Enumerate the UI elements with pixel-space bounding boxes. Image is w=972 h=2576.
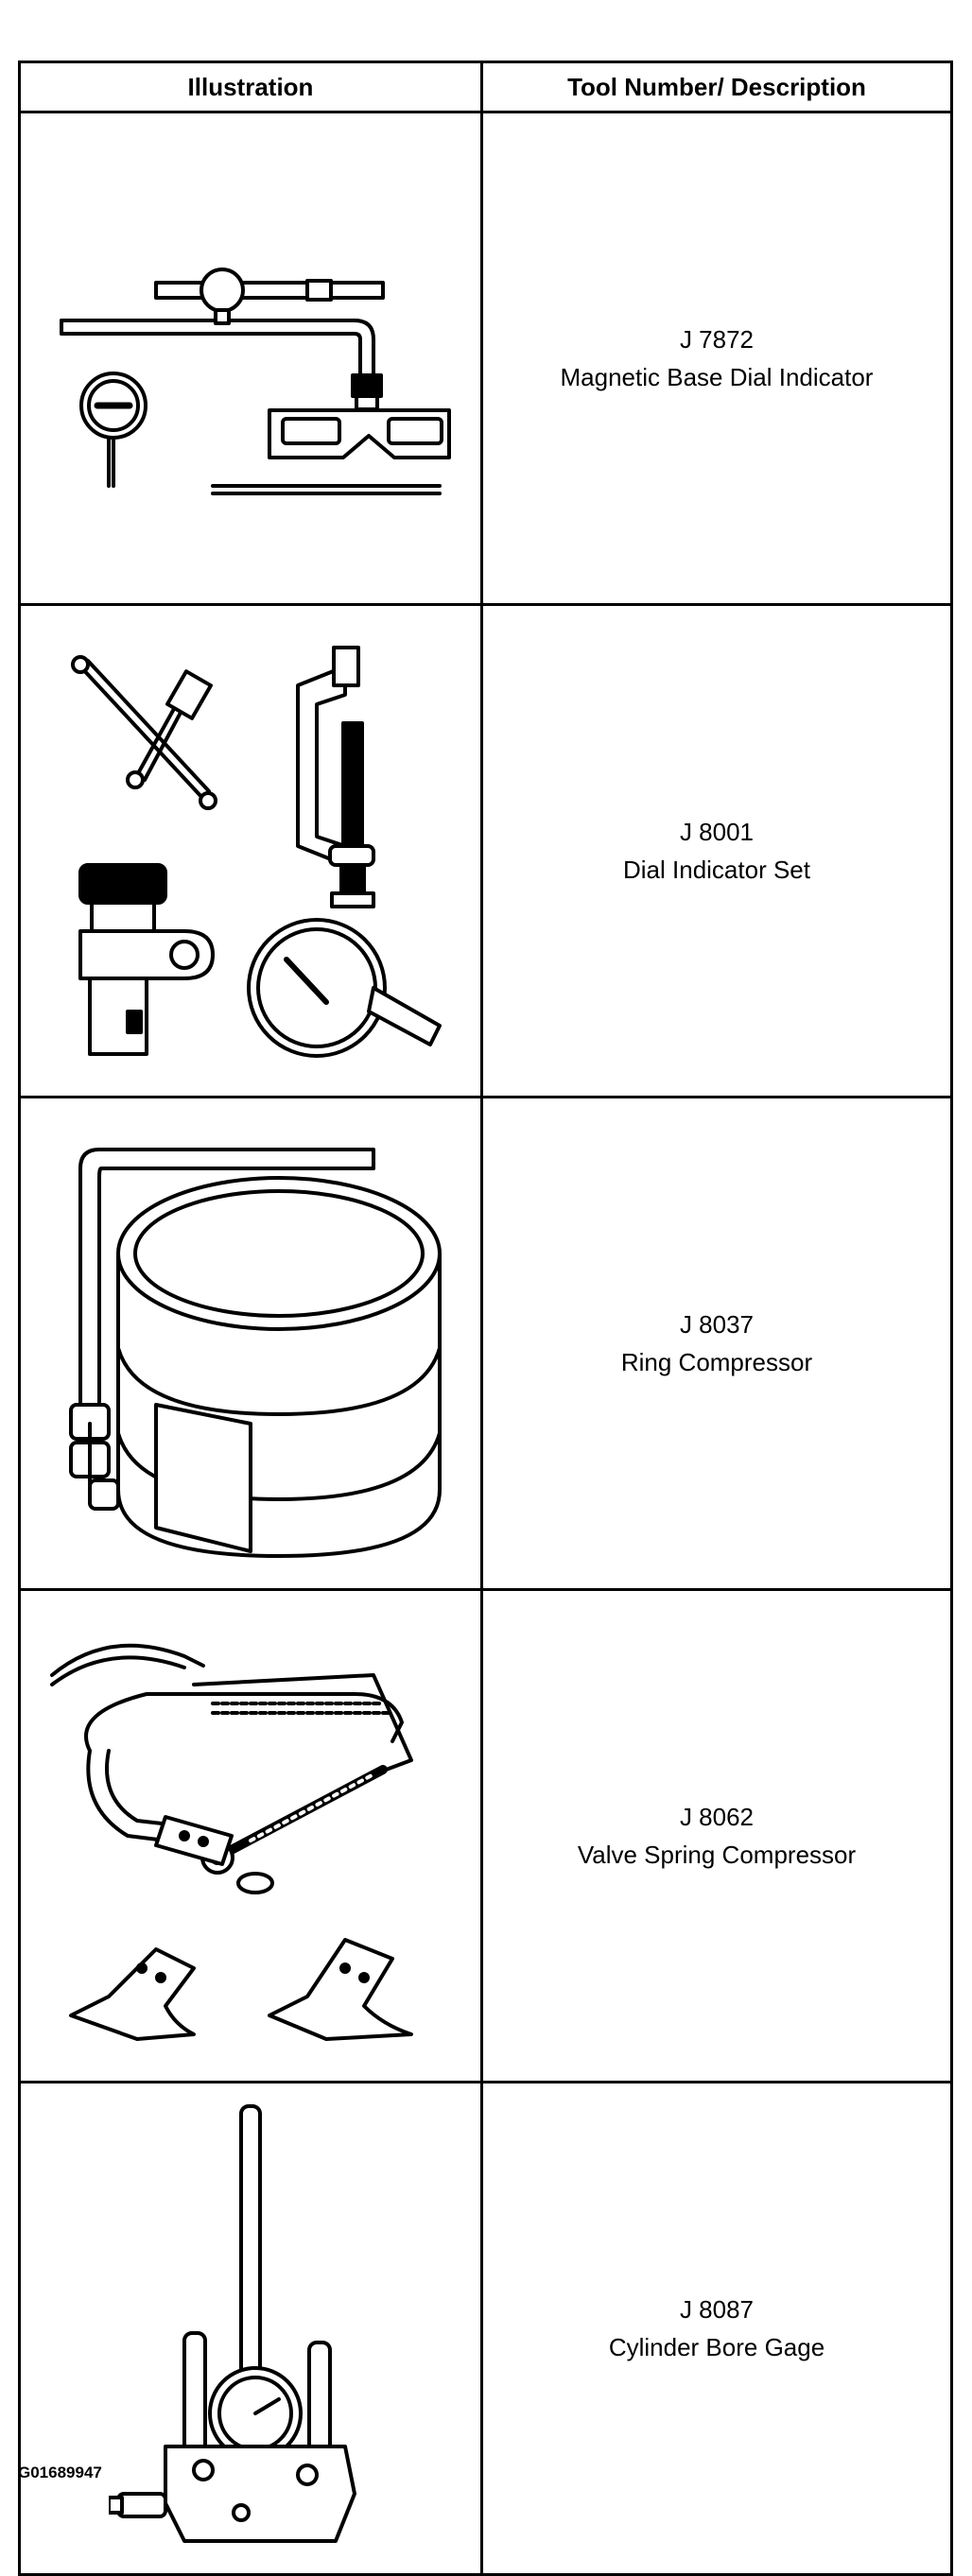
description-cell: J 8087 Cylinder Bore Gage [480,2081,953,2576]
table-row: J 8037 Ring Compressor [18,1096,953,1591]
tool-description: Cylinder Bore Gage [608,2333,825,2361]
valve-spring-compressor-illustration [50,1643,413,2041]
illustration-cell [18,2081,483,2576]
illustration-cell [18,603,483,1098]
table-row: J 8062 Valve Spring Compressor [18,1588,953,2083]
tool-number: J 8087 [679,2295,755,2324]
table-header-row: Illustration Tool Number/ Description [18,61,953,113]
description-cell: J 8062 Valve Spring Compressor [480,1588,953,2083]
illustration-cell [18,111,483,606]
illustration-cell [18,1096,483,1591]
table-row: J 8001 Dial Indicator Set [18,603,953,1098]
tool-description: Valve Spring Compressor [577,1841,857,1869]
tool-number: J 8062 [679,1803,755,1831]
tool-description: Magnetic Base Dial Indicator [560,363,874,391]
magnetic-base-dial-indicator-illustration [60,268,451,495]
tool-description: Ring Compressor [620,1348,813,1376]
table-row: J 7872 Magnetic Base Dial Indicator [18,111,953,606]
tool-number: J 8037 [679,1310,755,1339]
tool-number: J 7872 [679,325,755,354]
header-tool-number-description: Tool Number/ Description [480,61,953,113]
dial-indicator-set-illustration [71,646,442,1058]
tool-description: Dial Indicator Set [623,856,810,884]
illustration-cell [18,1588,483,2083]
figure-id: G01689947 [18,2464,102,2481]
cylinder-bore-gage-illustration [109,2104,356,2543]
description-cell: J 8001 Dial Indicator Set [480,603,953,1098]
tool-number: J 8001 [679,818,755,846]
tool-table: Illustration Tool Number/ Description [18,61,953,2576]
table-row: J 8087 Cylinder Bore Gage [18,2081,953,2576]
ring-compressor-illustration [69,1148,442,1558]
header-illustration: Illustration [18,61,483,113]
description-cell: J 7872 Magnetic Base Dial Indicator [480,111,953,606]
description-cell: J 8037 Ring Compressor [480,1096,953,1591]
